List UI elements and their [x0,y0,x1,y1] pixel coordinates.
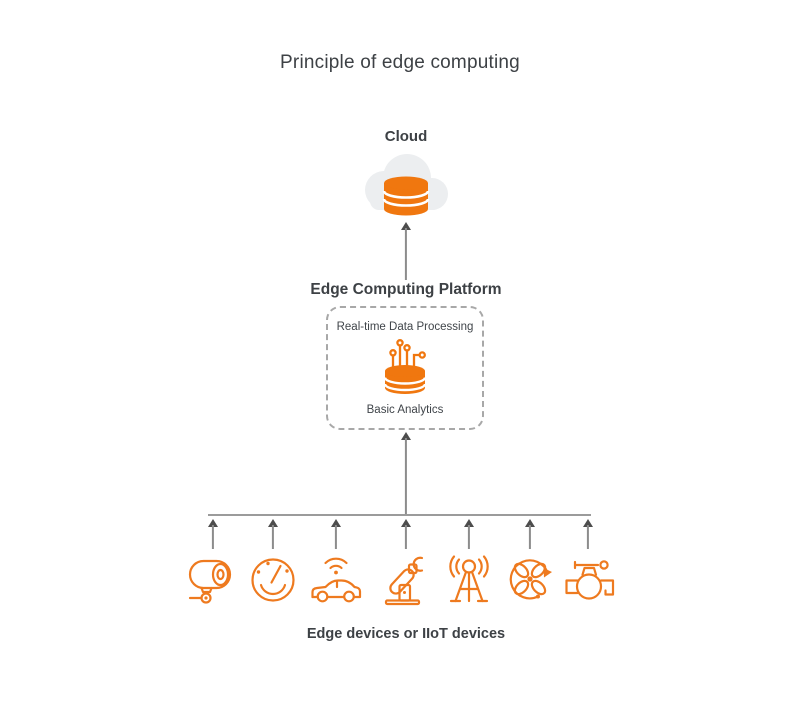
arrow-shaft [404,438,408,515]
arrow-head [401,519,411,527]
arrow-shaft [404,525,408,549]
arrow-shaft [334,525,338,549]
arrow-camera-to-bus [208,519,219,549]
arrow-gauge-to-bus [268,519,279,549]
database-circuit-icon [378,337,432,400]
arrow-bus-to-platform [401,432,412,515]
arrow-fan-to-bus [525,519,536,549]
arrow-shaft [271,525,275,549]
platform-box: Real-time Data Processing Basic Analytic… [326,306,484,430]
arrow-robot-to-bus [401,519,412,549]
arrow-head [583,519,593,527]
arrow-shaft [586,525,590,549]
cctv-camera-icon [185,551,241,607]
arrow-platform-to-cloud [401,222,412,280]
processing-label: Real-time Data Processing [336,321,474,333]
arrow-pump-to-bus [583,519,594,549]
arrow-head [268,519,278,527]
arrow-head [464,519,474,527]
arrow-head [401,432,411,440]
devices-label: Edge devices or IIoT devices [306,626,506,642]
connected-car-icon [308,551,364,607]
arrow-car-to-bus [331,519,342,549]
arrow-shaft [211,525,215,549]
gauge-icon [245,551,301,607]
arrow-head [401,222,411,230]
cloud-database-icon [362,150,450,220]
fan-icon [502,551,558,607]
analytics-label: Basic Analytics [366,404,444,416]
pump-icon [560,551,616,607]
arrow-antenna-to-bus [464,519,475,549]
platform-heading: Edge Computing Platform [310,281,502,298]
arrow-shaft [528,525,532,549]
cloud-label: Cloud [384,128,428,145]
arrow-head [331,519,341,527]
arrow-head [208,519,218,527]
arrow-shaft [404,228,408,280]
page-title: Principle of edge computing [280,52,520,73]
robot-arm-icon [378,551,434,607]
arrow-head [525,519,535,527]
device-bus-line [208,514,591,517]
arrow-shaft [467,525,471,549]
antenna-tower-icon [441,551,497,607]
